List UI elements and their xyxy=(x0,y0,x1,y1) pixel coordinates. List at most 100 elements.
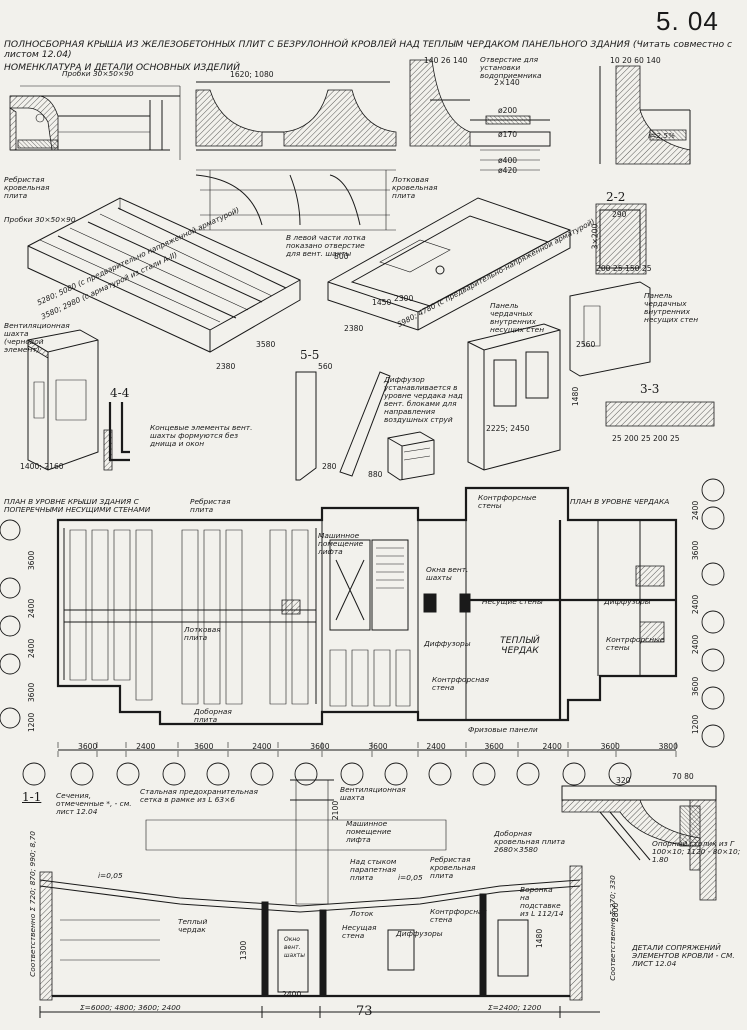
right-dim: 2400 xyxy=(691,500,701,521)
label-frieze-panels: Фризовые панели xyxy=(468,725,538,734)
building-plan xyxy=(58,488,676,758)
dim-2380b: 2380 xyxy=(344,324,364,333)
label-extra-plate: Доборная плита xyxy=(194,707,232,724)
dim-560: 560 xyxy=(318,362,333,371)
label-funnel: Воронка на подставке из L 112/14 xyxy=(520,885,564,918)
section-1-1 xyxy=(40,780,600,1018)
tray-slab-section xyxy=(196,82,396,230)
vent-shaft-isometric xyxy=(28,330,98,470)
diffuser-5-5 xyxy=(296,372,434,480)
label-sec-33: 3-3 xyxy=(640,382,660,396)
label-bottom-dim-1: Σ=6000; 4800; 3600; 2400 xyxy=(80,1003,181,1012)
dim-1620: 1620; 1080 xyxy=(230,70,274,79)
label-plugs: Пробки 30×50×90 xyxy=(62,69,134,78)
dim-2380: 2380 xyxy=(216,362,236,371)
label-bearing-walls: Несущие стены xyxy=(482,597,543,606)
right-dim: 2400 xyxy=(691,634,701,655)
label-details-note: ДЕТАЛИ СОПРЯЖЕНИЙ ЭЛЕМЕНТОВ КРОВЛИ - СМ.… xyxy=(632,943,735,968)
right-dim: 3600 xyxy=(691,676,701,697)
dim-420: ø420 xyxy=(498,166,518,175)
slope-3: i=2,5% xyxy=(648,131,676,140)
dim-1480s: 1480 xyxy=(535,928,545,949)
label-diffuser-plan: Диффузоры xyxy=(424,639,471,648)
dim-1400: 1400; 2160 xyxy=(20,462,64,471)
roof-junction-detail xyxy=(562,786,716,900)
dim-2560: 2560 xyxy=(576,340,596,349)
label-hole-note: Отверстие для установки водоприемника xyxy=(480,55,542,80)
label-ribbed-sec: Ребристая кровельная плита xyxy=(430,855,476,880)
dim-320: 320 xyxy=(616,776,631,785)
page-number: 73 xyxy=(356,1004,373,1019)
plan-dim: 2400 xyxy=(542,742,562,751)
right-dim: 1200 xyxy=(691,714,701,735)
plan-dim: 3600 xyxy=(194,742,214,751)
label-vent-hole-sec: Окно вент. шахты xyxy=(284,936,305,959)
page-title: ПОЛНОСБОРНАЯ КРЫША ИЗ ЖЕЛЕЗОБЕТОННЫХ ПЛИ… xyxy=(4,39,733,60)
dim-200b: 200 25 150 25 xyxy=(596,264,652,273)
label-tray-sec: Лоток xyxy=(350,909,374,918)
plan-dim: 3800 xyxy=(658,742,678,751)
plan-dim: 2400 xyxy=(136,742,156,751)
dim-1480: 1480 xyxy=(571,386,581,407)
dim-170: ø170 xyxy=(498,130,518,139)
label-over-joint: Над стыком парапетная плита xyxy=(350,857,397,882)
dim-290: 290 xyxy=(612,210,627,219)
label-ribbed-plan: Ребристая плита xyxy=(190,497,231,514)
left-dim: 1200 xyxy=(27,712,37,733)
label-section-note: Сечения, отмеченные *, - см. лист 12.04 xyxy=(56,791,132,816)
dim-2100: 2100 xyxy=(331,800,341,821)
label-warm-attic-sec: Теплый чердак xyxy=(178,917,208,934)
label-machine-room-sec: Машинное помещение лифта xyxy=(346,819,392,844)
label-sec-22: 2-2 xyxy=(606,190,626,204)
label-buttress-wall: Контрфорсная стена xyxy=(432,675,489,692)
label-machine-room: Машинное помещение лифта xyxy=(318,531,364,556)
dim-1300: 1300 xyxy=(239,940,249,961)
label-extra-roof: Доборная кровельная плита 2680×3580 xyxy=(494,829,566,854)
right-dim: 3600 xyxy=(691,540,701,561)
label-tray-slab: Лотковая кровельная плита xyxy=(392,175,438,200)
ribbed-slab-section xyxy=(10,86,180,160)
sheet-number: 5. 04 xyxy=(656,6,719,36)
left-dim: 3600 xyxy=(27,682,37,703)
label-plan-roof: ПЛАН В УРОВНЕ КРЫШИ ЗДАНИЯ С ПОПЕРЕЧНЫМИ… xyxy=(4,497,151,514)
grid-axis-circles-bottom xyxy=(23,763,631,785)
plan-dim: 2400 xyxy=(426,742,446,751)
label-buttress-walls: Контрфорсные стены xyxy=(478,493,537,510)
dim-3580: 3580 xyxy=(256,340,276,349)
label-support: Опорный столик из Г 100×10; 1120 - 80×10… xyxy=(652,839,741,864)
dim-1020: 10 20 60 140 xyxy=(610,56,661,65)
dim-880: 880 xyxy=(368,470,383,479)
label-steel-net: Стальная предохранительная сетка в рамке… xyxy=(140,787,258,804)
page-subtitle: НОМЕНКЛАТУРА И ДЕТАЛИ ОСНОВНЫХ ИЗДЕЛИЙ xyxy=(4,62,240,73)
label-buttress-sec: Контрфорсная стена xyxy=(430,907,487,924)
dim-800: 800 xyxy=(334,252,349,261)
label-vent-note: Концевые элементы вент. шахты формуются … xyxy=(150,423,253,448)
section-4-4 xyxy=(104,402,130,470)
right-dim: 2400 xyxy=(691,594,701,615)
label-vent-shaft: Вентиляционная шахта (черновой элемент) xyxy=(4,321,70,354)
slab-end-section xyxy=(600,66,690,164)
label-ribbed-slab: Ребристая кровельная плита xyxy=(4,175,50,200)
label-slope-2: i=0,05 xyxy=(398,873,423,882)
label-left-dim: Соответственно Σ 720; 870; 990; 8,70 xyxy=(27,831,37,977)
dim-200: ø200 xyxy=(498,106,518,115)
water-inlet-section xyxy=(410,60,550,170)
label-attic-panel: Панель чердачных внутренних несущих стен xyxy=(644,291,699,324)
label-bottom-dim-2: Σ=2400; 1200 xyxy=(488,1003,542,1012)
plan-dim: 3600 xyxy=(78,742,98,751)
dim-140: 140 26 140 xyxy=(424,56,468,65)
label-tray-plan: Лотковая плита xyxy=(184,625,221,642)
left-dim: 3600 xyxy=(27,550,37,571)
dim-2x140: 2×140 xyxy=(494,78,520,87)
left-dim: 2400 xyxy=(27,638,37,659)
label-diffusers: Диффузоры xyxy=(604,597,651,606)
label-vent-hole-note: В левой части лотка показано отверстие д… xyxy=(286,233,366,258)
dim-1450: 1450 xyxy=(372,298,392,307)
label-sec-44: 4-4 xyxy=(110,386,130,400)
label-section-11: 1-1 xyxy=(22,790,42,804)
plan-dim: 3600 xyxy=(310,742,330,751)
tray-slab-isometric xyxy=(328,198,570,330)
label-vent-windows: Окна вент. шахты xyxy=(426,565,469,582)
dim-400: ø400 xyxy=(498,156,518,165)
